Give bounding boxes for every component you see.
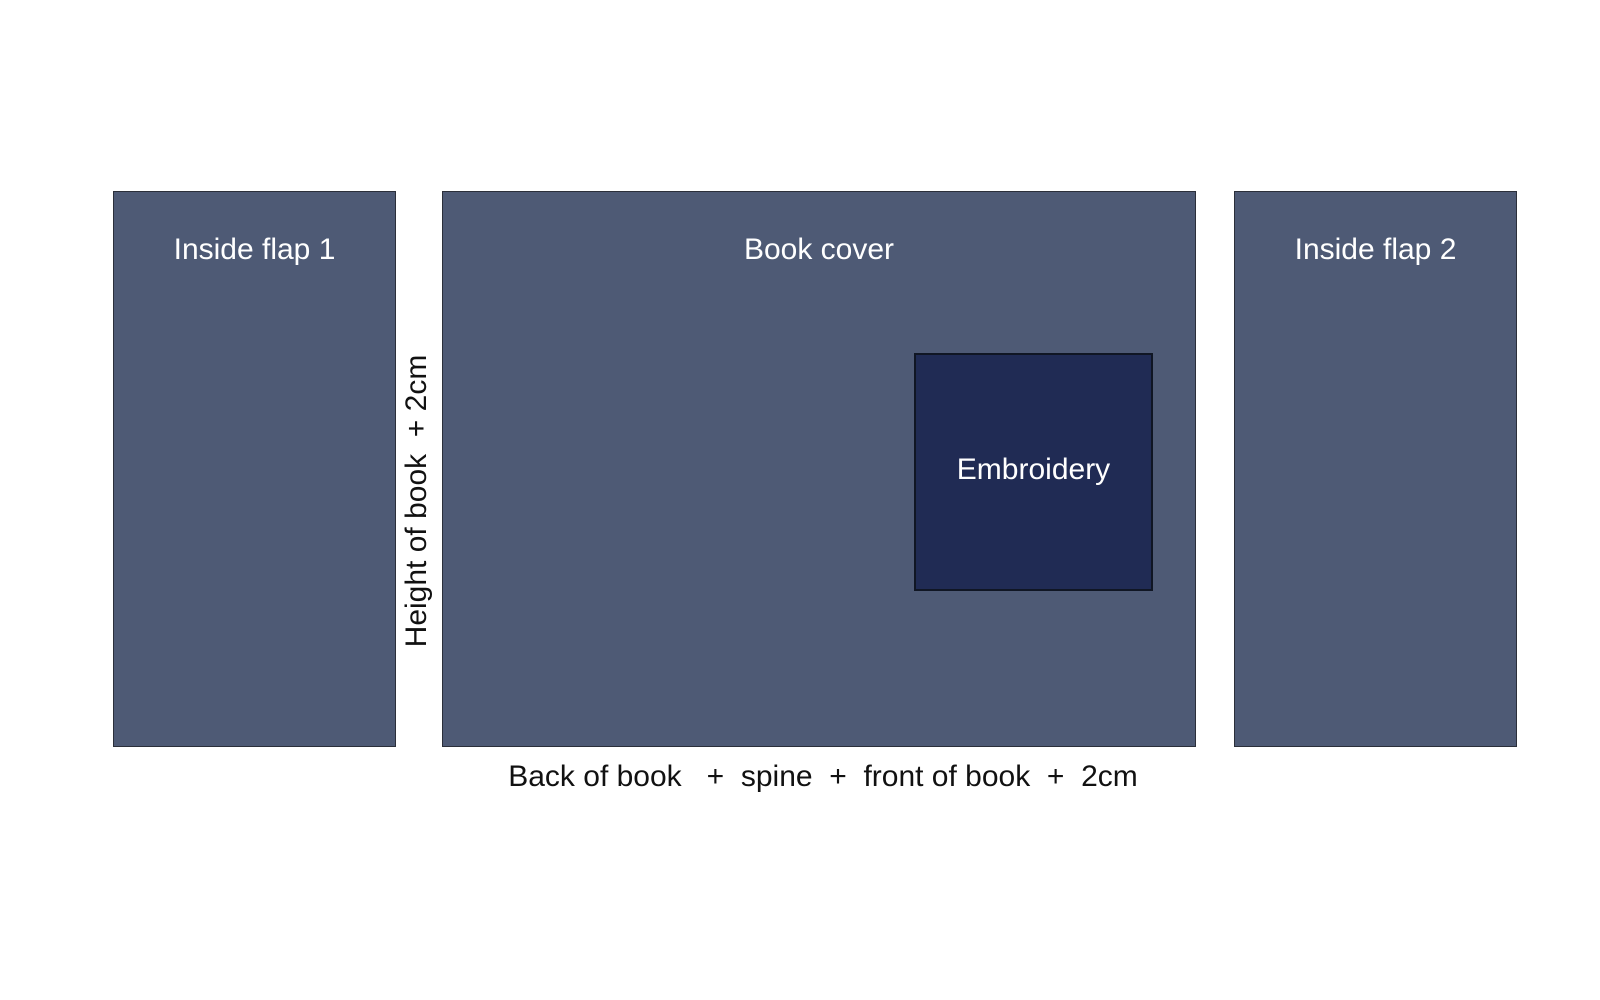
inside-flap-1-panel: Inside flap 1 xyxy=(113,191,396,747)
book-cover-title: Book cover xyxy=(743,233,895,266)
embroidery-area: Embroidery xyxy=(914,353,1153,591)
inside-flap-2-panel: Inside flap 2 xyxy=(1234,191,1517,747)
inside-flap-1-title: Inside flap 1 xyxy=(173,233,336,266)
book-cover-panel: Book cover Embroidery xyxy=(442,191,1196,747)
inside-flap-2-title: Inside flap 2 xyxy=(1294,233,1457,266)
embroidery-label: Embroidery xyxy=(956,453,1111,486)
width-dimension-label: Back of book + spine + front of book + 2… xyxy=(508,760,1138,793)
height-dimension-label: Height of book + 2cm xyxy=(400,354,433,648)
